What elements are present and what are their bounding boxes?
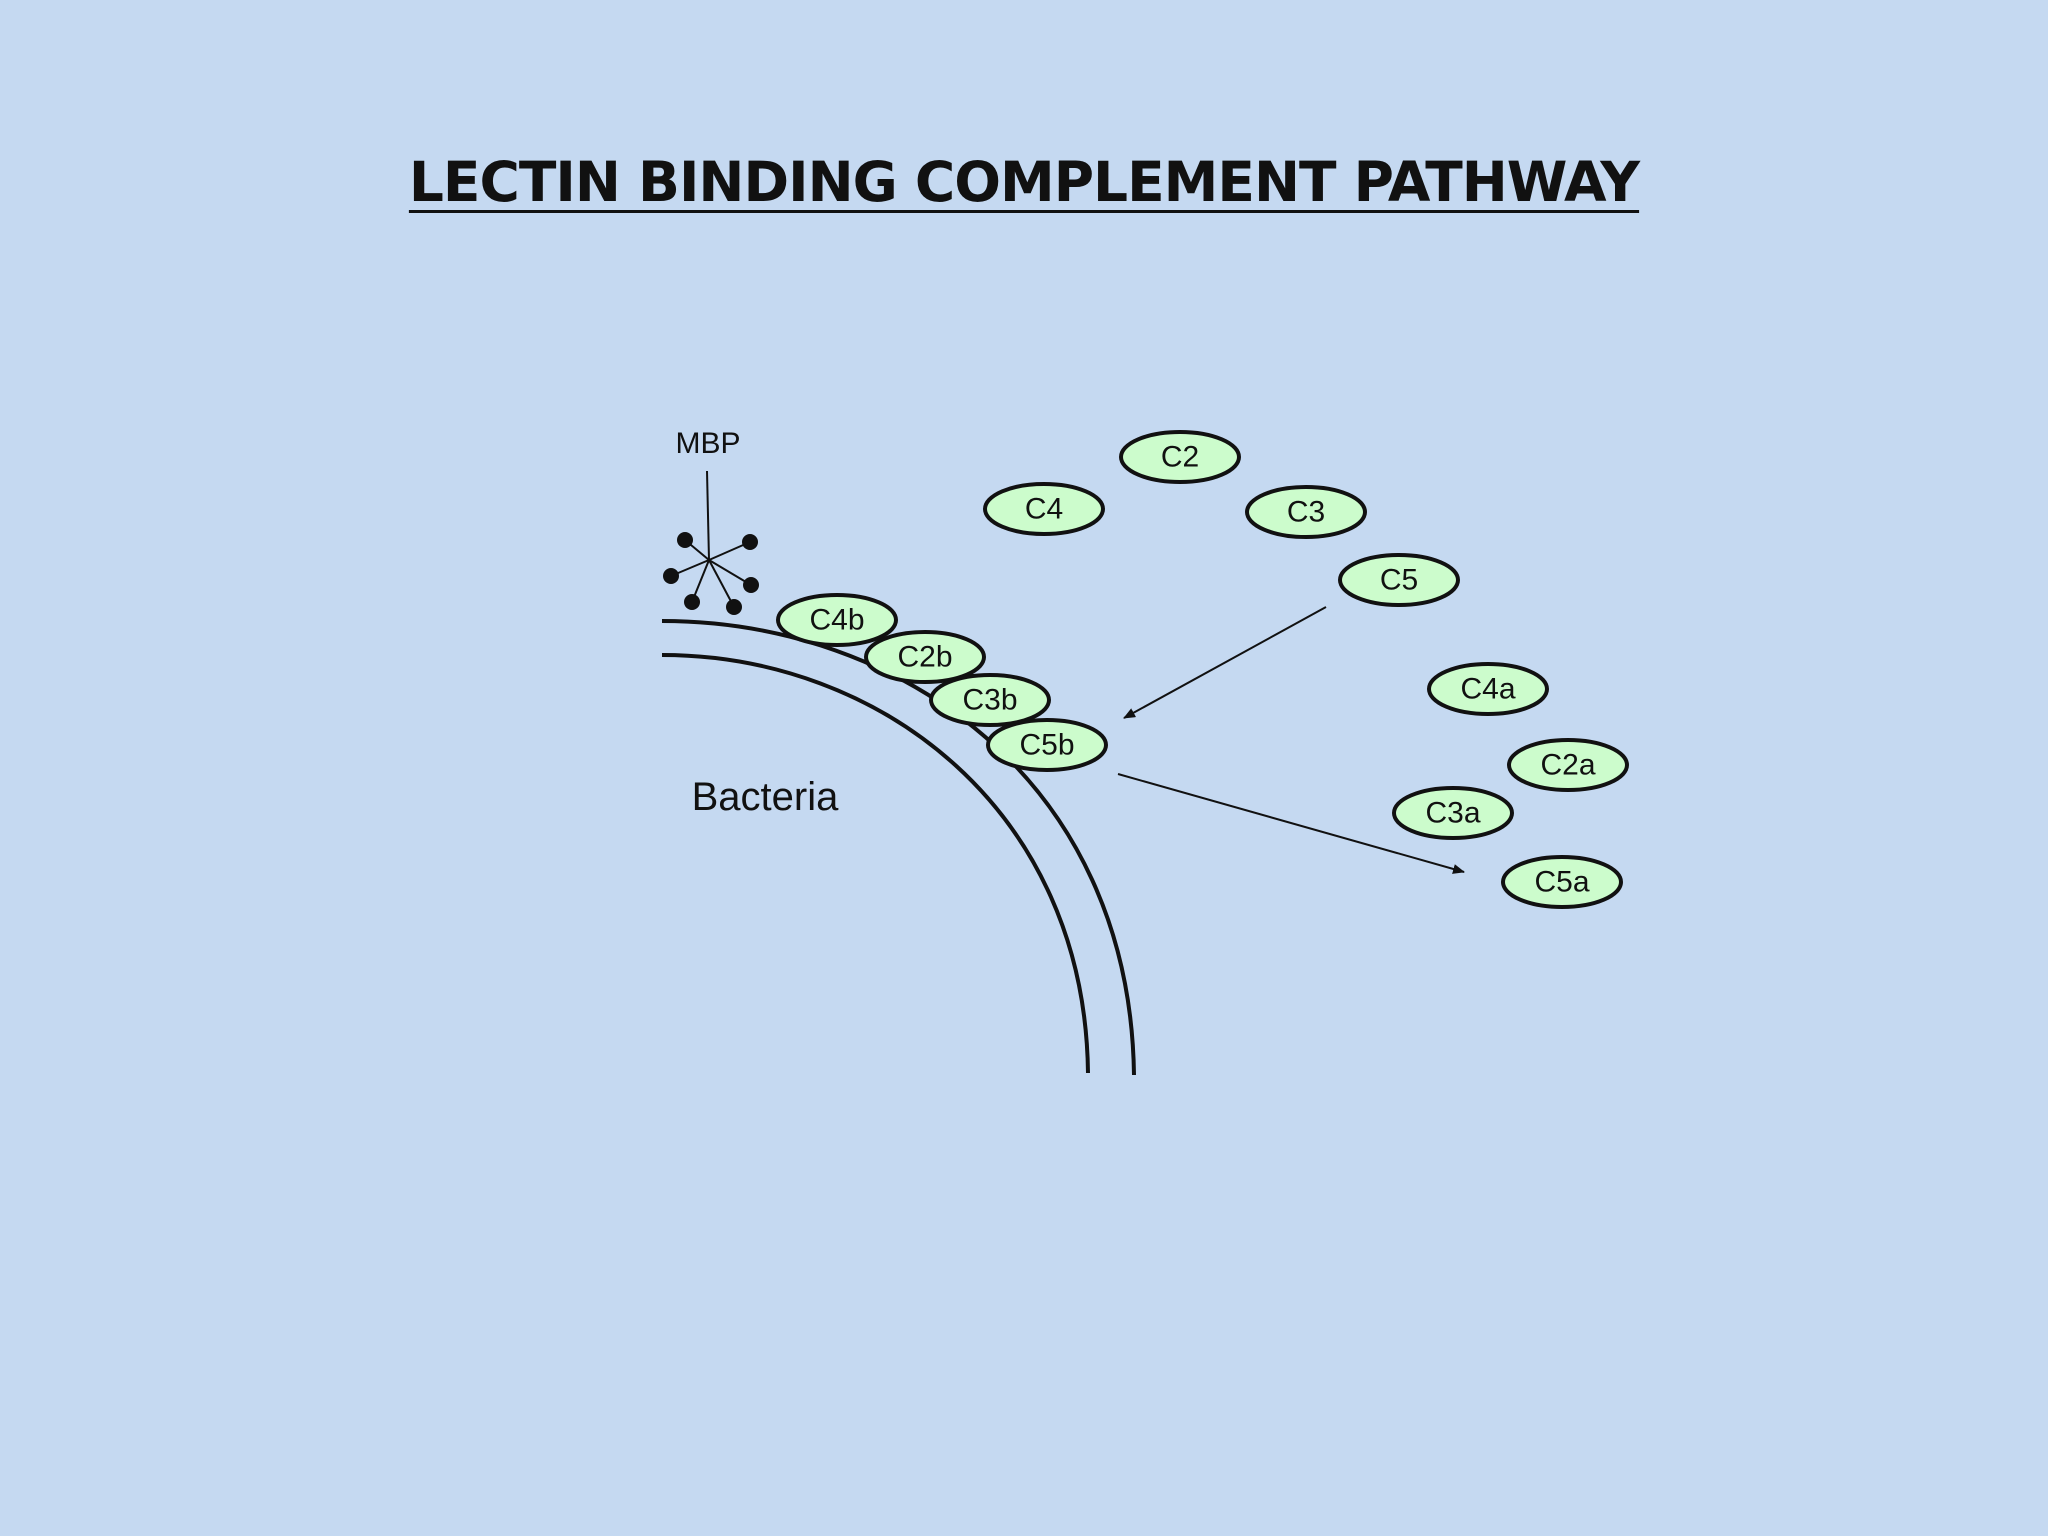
molecule-c5b: C5b [986, 718, 1108, 772]
molecule-c4: C4 [983, 482, 1105, 536]
molecule-c2a: C2a [1507, 738, 1629, 792]
svg-text:C4: C4 [1025, 493, 1063, 526]
svg-text:C2a: C2a [1540, 749, 1595, 782]
svg-text:C3a: C3a [1425, 797, 1480, 830]
molecule-c4b: C4b [776, 593, 898, 647]
slide-title: LECTIN BINDING COMPLEMENT PATHWAY [408, 150, 1640, 214]
bacteria-membrane-outer [661, 619, 1136, 1076]
molecule-c2: C2 [1119, 430, 1241, 484]
bacteria-membrane-inner [661, 653, 1090, 1074]
molecule-c4a: C4a [1427, 662, 1549, 716]
molecule-c3a: C3a [1392, 786, 1514, 840]
svg-text:C4b: C4b [809, 604, 864, 637]
molecule-c2b: C2b [864, 630, 986, 684]
svg-text:C2b: C2b [897, 641, 952, 674]
bacteria-label: Bacteria [692, 775, 839, 819]
mbp-molecule [663, 470, 759, 615]
mbp-label: MBP [675, 427, 740, 460]
arrow-c5b-to-c5a [1117, 773, 1465, 874]
svg-text:C5a: C5a [1534, 866, 1589, 899]
molecule-c3b: C3b [929, 673, 1051, 727]
svg-text:C5: C5 [1380, 564, 1418, 597]
svg-text:C3b: C3b [962, 684, 1017, 717]
molecule-c3: C3 [1245, 485, 1367, 539]
molecule-c5a: C5a [1501, 855, 1623, 909]
svg-text:C5b: C5b [1019, 729, 1074, 762]
molecule-c5: C5 [1338, 553, 1460, 607]
arrow-c5-to-c5b [1123, 606, 1327, 719]
svg-text:C4a: C4a [1460, 673, 1515, 706]
svg-text:C3: C3 [1287, 496, 1325, 529]
svg-text:C2: C2 [1161, 441, 1199, 474]
